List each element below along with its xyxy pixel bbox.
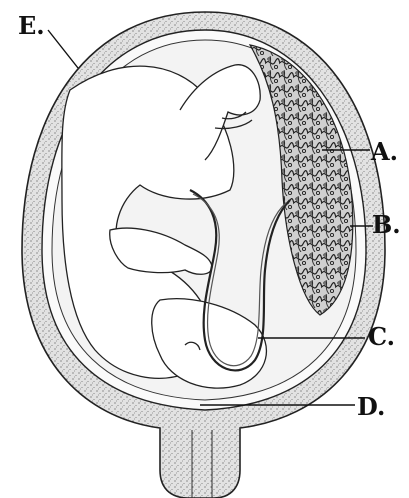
label-c: C.	[368, 325, 395, 349]
label-b: B.	[372, 213, 401, 237]
label-d: D.	[357, 395, 385, 419]
leader-line-e	[48, 30, 78, 68]
label-a: A.	[371, 140, 398, 164]
label-e: E.	[18, 14, 45, 38]
